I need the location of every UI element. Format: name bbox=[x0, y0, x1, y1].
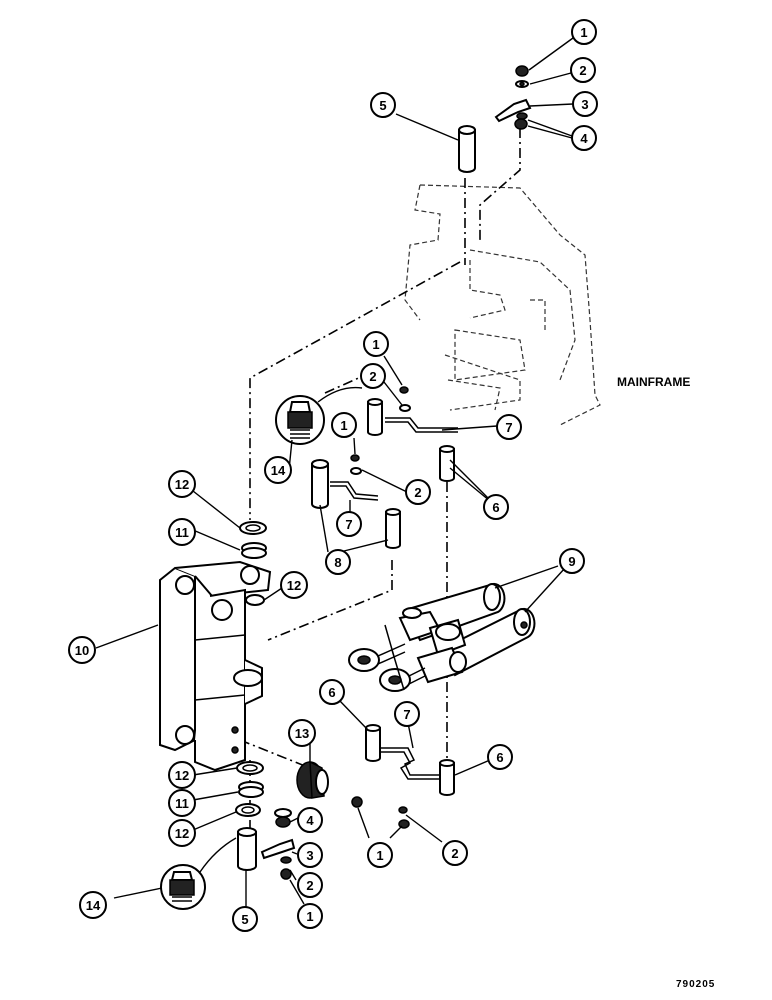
upper-pins-and-links bbox=[275, 386, 458, 549]
svg-text:12: 12 bbox=[175, 768, 189, 783]
callout-7: 7 bbox=[394, 701, 420, 727]
callouts: 1 2 3 4 5 1 2 7 1 14 6 2 7 12 8 11 9 12 … bbox=[68, 19, 598, 932]
svg-text:1: 1 bbox=[376, 848, 383, 863]
svg-text:12: 12 bbox=[175, 826, 189, 841]
callout-7: 7 bbox=[336, 511, 362, 537]
svg-text:6: 6 bbox=[492, 500, 499, 515]
svg-text:6: 6 bbox=[328, 685, 335, 700]
callout-2: 2 bbox=[570, 57, 596, 83]
callout-12: 12 bbox=[168, 470, 196, 498]
callout-2: 2 bbox=[442, 840, 468, 866]
callout-1: 1 bbox=[363, 331, 389, 357]
top-hardware bbox=[458, 65, 532, 173]
callout-14: 14 bbox=[264, 456, 292, 484]
svg-text:2: 2 bbox=[306, 878, 313, 893]
lower-seals bbox=[235, 761, 264, 817]
svg-text:12: 12 bbox=[287, 578, 301, 593]
callout-11: 11 bbox=[168, 789, 196, 817]
callout-7: 7 bbox=[496, 414, 522, 440]
callout-6: 6 bbox=[487, 744, 513, 770]
callout-5: 5 bbox=[370, 92, 396, 118]
svg-text:11: 11 bbox=[175, 796, 189, 811]
svg-text:11: 11 bbox=[175, 525, 189, 540]
callout-14: 14 bbox=[79, 891, 107, 919]
svg-text:1: 1 bbox=[340, 418, 347, 433]
svg-text:5: 5 bbox=[379, 98, 386, 113]
callout-6: 6 bbox=[483, 494, 509, 520]
callout-2: 2 bbox=[405, 479, 431, 505]
cylinder-assembly bbox=[348, 582, 536, 692]
svg-text:1: 1 bbox=[372, 337, 379, 352]
svg-text:6: 6 bbox=[496, 750, 503, 765]
drawing-number: 790205 bbox=[676, 979, 715, 990]
svg-text:5: 5 bbox=[241, 912, 248, 927]
callout-1: 1 bbox=[297, 903, 323, 929]
svg-text:4: 4 bbox=[580, 131, 588, 146]
roller bbox=[296, 760, 363, 808]
leader-lines bbox=[95, 37, 574, 908]
svg-text:14: 14 bbox=[86, 898, 101, 913]
svg-text:2: 2 bbox=[451, 846, 458, 861]
callout-4: 4 bbox=[297, 807, 323, 833]
callout-6: 6 bbox=[319, 679, 345, 705]
svg-text:10: 10 bbox=[75, 643, 89, 658]
upper-seals bbox=[239, 521, 267, 606]
mainframe-outline bbox=[404, 184, 601, 426]
callout-9: 9 bbox=[559, 548, 585, 574]
svg-text:1: 1 bbox=[306, 909, 313, 924]
callout-1: 1 bbox=[571, 19, 597, 45]
svg-text:3: 3 bbox=[306, 848, 313, 863]
svg-text:7: 7 bbox=[345, 517, 352, 532]
svg-text:2: 2 bbox=[579, 63, 586, 78]
lower-pins-and-links bbox=[365, 724, 455, 796]
callout-12: 12 bbox=[168, 761, 196, 789]
svg-text:13: 13 bbox=[295, 726, 309, 741]
callout-10: 10 bbox=[68, 636, 96, 664]
callout-5: 5 bbox=[232, 906, 258, 932]
svg-text:2: 2 bbox=[369, 369, 376, 384]
svg-text:9: 9 bbox=[568, 554, 575, 569]
mainframe-label: MAINFRAME bbox=[617, 375, 690, 389]
svg-text:1: 1 bbox=[580, 25, 587, 40]
callout-12: 12 bbox=[168, 819, 196, 847]
svg-text:8: 8 bbox=[334, 555, 341, 570]
callout-8: 8 bbox=[325, 549, 351, 575]
svg-text:14: 14 bbox=[271, 463, 286, 478]
svg-text:2: 2 bbox=[414, 485, 421, 500]
svg-text:4: 4 bbox=[306, 813, 314, 828]
callout-2: 2 bbox=[297, 872, 323, 898]
callout-12: 12 bbox=[280, 571, 308, 599]
bracket bbox=[159, 560, 272, 772]
callout-2: 2 bbox=[360, 363, 386, 389]
callout-1: 1 bbox=[367, 842, 393, 868]
callout-13: 13 bbox=[288, 719, 316, 747]
svg-text:7: 7 bbox=[403, 707, 410, 722]
svg-text:12: 12 bbox=[175, 477, 189, 492]
callout-3: 3 bbox=[297, 842, 323, 868]
callout-1: 1 bbox=[331, 412, 357, 438]
callout-4: 4 bbox=[571, 125, 597, 151]
svg-text:7: 7 bbox=[505, 420, 512, 435]
callout-11: 11 bbox=[168, 518, 196, 546]
lower-hardware bbox=[160, 806, 410, 910]
callout-3: 3 bbox=[572, 91, 598, 117]
svg-text:3: 3 bbox=[581, 97, 588, 112]
